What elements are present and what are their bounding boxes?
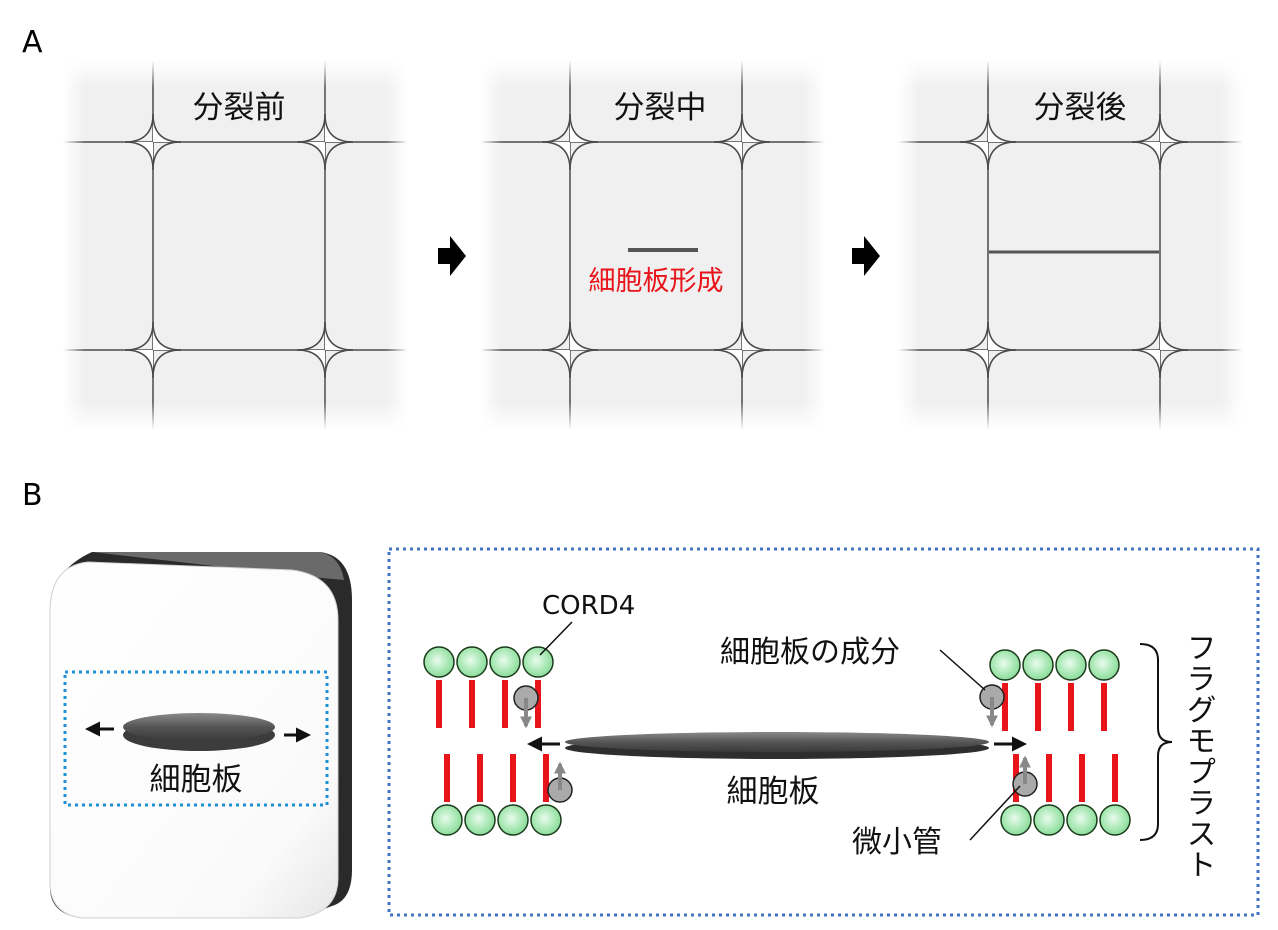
vesicle-right-lower — [1012, 755, 1038, 797]
stage-title: 分裂中 — [614, 90, 707, 126]
stage-after-division: 分裂後 — [897, 59, 1244, 431]
cell-plate-label: 細胞板 — [727, 774, 820, 810]
stage-title: 分裂前 — [193, 90, 286, 126]
zoom-region-dotted — [63, 670, 329, 807]
panel-b-label: B — [22, 478, 43, 513]
cell-plate-formation-label: 細胞板形成 — [589, 266, 724, 297]
right-arrow-icon — [438, 236, 466, 276]
small-cell-plate — [123, 713, 275, 751]
stage-during-division: 分裂中 細胞板形成 — [479, 59, 826, 431]
stage-before-division: 分裂前 — [62, 59, 409, 431]
phragmoplast-label: フラグモプラスト — [1181, 632, 1216, 880]
zoom-detail-box — [387, 547, 1260, 917]
cell-plate-component-label: 細胞板の成分 — [720, 635, 900, 670]
vesicle-left-lower — [547, 761, 573, 803]
vesicle-left-upper — [513, 685, 539, 729]
microtubule-label: 微小管 — [852, 825, 942, 860]
cord4-leader-line — [539, 621, 573, 656]
right-arrow-icon — [852, 236, 880, 276]
component-leader-line — [939, 649, 986, 691]
stage-title: 分裂後 — [1034, 90, 1127, 126]
phragmoplast-brace — [1139, 643, 1173, 841]
vesicle-right-upper — [979, 684, 1005, 728]
panel-a-label: A — [22, 25, 43, 60]
cord4-label: CORD4 — [542, 591, 635, 621]
microtubule-leader-line — [969, 785, 1021, 841]
small-cell-plate-label: 細胞板 — [150, 762, 243, 798]
large-cell-plate — [565, 732, 989, 759]
